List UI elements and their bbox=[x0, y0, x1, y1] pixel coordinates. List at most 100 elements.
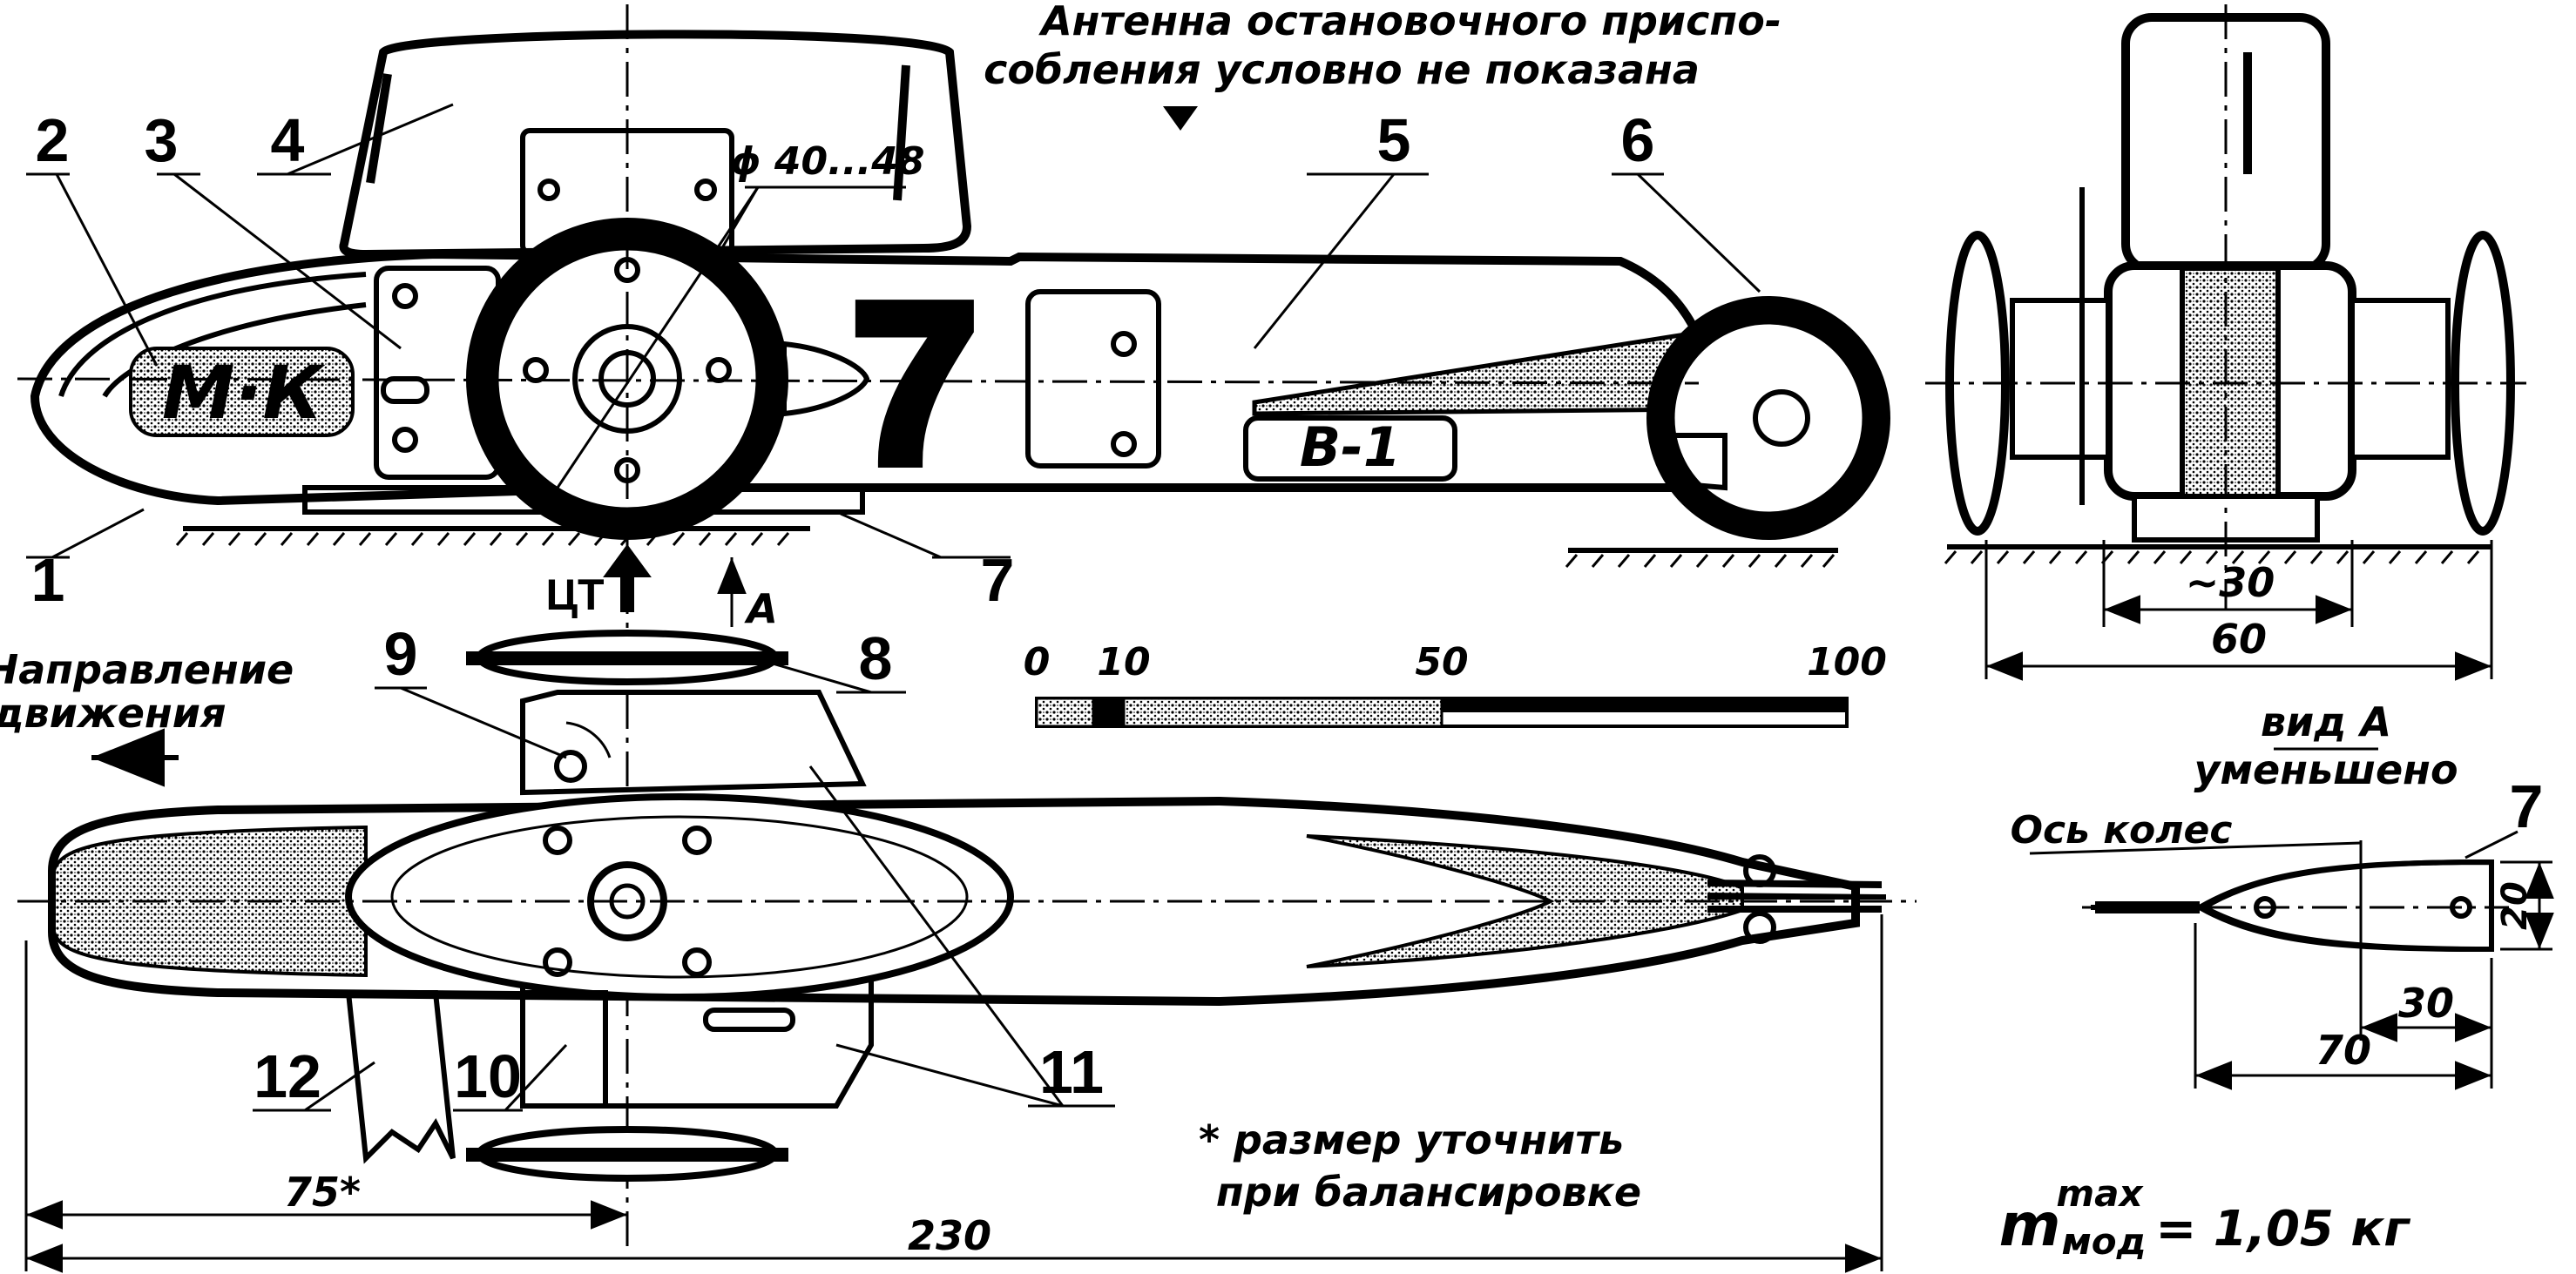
logo-text: М·К bbox=[162, 350, 327, 435]
stipple-tail-top bbox=[1306, 834, 1744, 968]
tail-fins bbox=[1707, 880, 1886, 913]
top-view bbox=[17, 630, 1917, 1182]
footnote-line2: при балансировке bbox=[1216, 1169, 1641, 1216]
bolt bbox=[392, 427, 418, 453]
bolt bbox=[543, 826, 572, 855]
fuselage-stripe bbox=[102, 302, 367, 398]
dim-total-length: 230 bbox=[908, 1212, 991, 1259]
scale-tick-50: 50 bbox=[1415, 640, 1468, 684]
wheel-axis-label: Ось колес bbox=[2011, 808, 2233, 853]
part-label-7b: 7 bbox=[2510, 772, 2544, 840]
part-label-10: 10 bbox=[454, 1042, 522, 1110]
detail-dims bbox=[2029, 830, 2554, 1090]
slot bbox=[703, 1008, 795, 1032]
rear-wheel-hub bbox=[1753, 389, 1810, 447]
scale-tick-100: 100 bbox=[1807, 640, 1887, 684]
tail-bolt bbox=[1743, 911, 1776, 944]
bolt bbox=[1111, 431, 1137, 457]
side-plate-slot bbox=[381, 376, 429, 404]
switch-9 bbox=[554, 750, 587, 783]
note-arrow-icon bbox=[1163, 106, 1198, 131]
strut-10 bbox=[520, 990, 608, 1109]
rear-fairing bbox=[1252, 328, 1710, 416]
leader-lines-top bbox=[253, 660, 1115, 1112]
part-label-4: 4 bbox=[271, 106, 305, 174]
bolt bbox=[543, 947, 572, 977]
scale-tick-0: 0 bbox=[1024, 640, 1051, 684]
front-view bbox=[1925, 4, 2526, 610]
wheel-tread bbox=[466, 1148, 788, 1162]
leader-lines bbox=[26, 103, 1761, 559]
dim-track: ~30 bbox=[2186, 559, 2275, 606]
dim-balance-length: 75* bbox=[284, 1169, 361, 1216]
part-label-11: 11 bbox=[1039, 1038, 1104, 1106]
part-label-3: 3 bbox=[145, 106, 179, 174]
wheel-tread bbox=[466, 651, 788, 665]
view-a-line2: уменьшено bbox=[2194, 746, 2458, 793]
part-label-5: 5 bbox=[1377, 106, 1411, 174]
bolt bbox=[538, 179, 560, 201]
switch-arc bbox=[565, 721, 612, 758]
side-box bbox=[2010, 298, 2111, 460]
class-badge-text: В-1 bbox=[1300, 415, 1401, 479]
bolt bbox=[392, 283, 418, 309]
mass-value: = 1,05 кг bbox=[2155, 1201, 2410, 1257]
dimension-lines bbox=[24, 914, 1883, 1273]
fuselage-top bbox=[48, 796, 1860, 1007]
skid-detail-body bbox=[2194, 859, 2494, 953]
pylon-upper bbox=[520, 690, 867, 796]
ground-hatch bbox=[1944, 550, 2480, 564]
antenna-strut-12 bbox=[345, 990, 456, 1164]
side-view: М·К 7 В-1 bbox=[17, 4, 1890, 1254]
part-label-1: 1 bbox=[31, 546, 65, 614]
antenna-note-line2: собления условно не показана bbox=[984, 46, 1700, 93]
bolt bbox=[1111, 331, 1137, 357]
bolt bbox=[682, 826, 712, 855]
view-a-line1: вид А bbox=[2261, 698, 2391, 745]
tail-bolt bbox=[1743, 854, 1776, 887]
dim-detail-height: 20 bbox=[2495, 881, 2535, 930]
direction-line1: Направление bbox=[0, 646, 294, 693]
part-label-6: 6 bbox=[1621, 106, 1655, 174]
engine-top-inner bbox=[390, 815, 969, 979]
part-label-12: 12 bbox=[254, 1042, 321, 1110]
bolt bbox=[682, 947, 712, 977]
side-box bbox=[2350, 298, 2451, 460]
view-a-letter: А bbox=[744, 585, 778, 632]
race-number: 7 bbox=[852, 258, 978, 510]
spinner bbox=[781, 340, 870, 417]
class-badge bbox=[1243, 415, 1457, 482]
mass-superscript: max bbox=[2056, 1172, 2144, 1215]
axis-line bbox=[17, 377, 1700, 385]
dim-detail-length: 70 bbox=[2316, 1027, 2371, 1074]
diameter-label: ϕ 40...48 bbox=[731, 139, 925, 184]
fuselage-stripe bbox=[58, 272, 367, 397]
bolt bbox=[694, 179, 717, 201]
direction-line2: движения bbox=[0, 690, 226, 737]
part-label-2: 2 bbox=[36, 106, 70, 174]
mass-symbol: m bbox=[1999, 1191, 2061, 1260]
engine-cowl bbox=[339, 30, 972, 260]
cowl-highlight bbox=[366, 73, 392, 184]
dim-width: 60 bbox=[2211, 616, 2267, 663]
scale-tick-10: 10 bbox=[1097, 640, 1150, 684]
logo-panel bbox=[129, 347, 355, 437]
dim-detail-axis: 30 bbox=[2398, 980, 2454, 1027]
ct-arrow-icon bbox=[603, 543, 652, 612]
part-label-8: 8 bbox=[859, 624, 893, 692]
antenna-note-line1: Антенна остановочного приспо- bbox=[1038, 0, 1782, 44]
front-plate bbox=[1025, 289, 1161, 468]
mass-subscript: мод bbox=[2061, 1220, 2146, 1263]
ct-label: ЦТ bbox=[545, 570, 604, 619]
scale-bar bbox=[1035, 697, 1849, 728]
footnote-line1: * размер уточнить bbox=[1199, 1116, 1624, 1163]
front-dims bbox=[1984, 540, 2493, 681]
ground-hatch bbox=[175, 532, 1836, 568]
part-label-7: 7 bbox=[981, 546, 1015, 614]
rear-axle-bracket bbox=[1651, 433, 1727, 491]
part-label-9: 9 bbox=[384, 620, 418, 688]
engine-top bbox=[345, 793, 1014, 1001]
skid-detail bbox=[2082, 859, 2509, 953]
cowl-highlight bbox=[893, 64, 910, 201]
